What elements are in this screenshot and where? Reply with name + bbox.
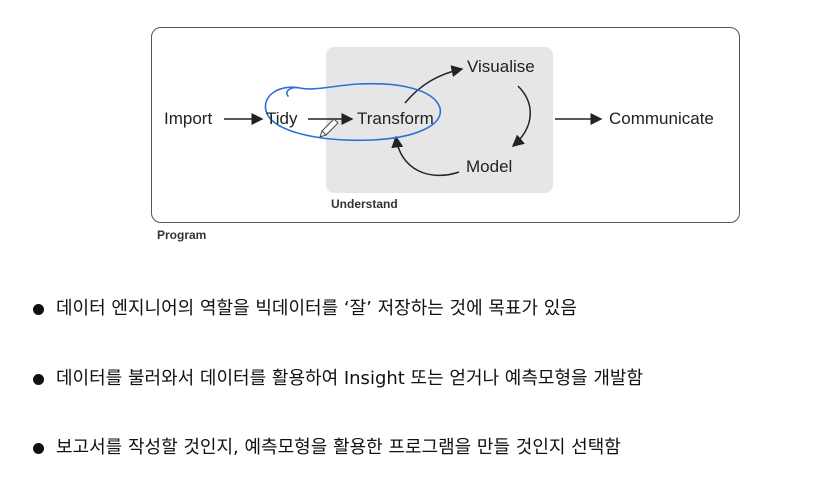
bullet-text: 데이터를 불러와서 데이터를 활용하여 Insight 또는 얻거나 예측모형을…: [56, 368, 643, 389]
program-box: [151, 27, 740, 223]
node-import: Import: [164, 109, 213, 128]
program-label: Program: [157, 228, 207, 242]
node-tidy: Tidy: [266, 109, 298, 128]
node-visualise: Visualise: [467, 57, 535, 76]
list-item: 데이터 엔지니어의 역할을 빅데이터를 ‘잘’ 저장하는 것에 목표가 있음: [33, 300, 577, 318]
list-item: 데이터를 불러와서 데이터를 활용하여 Insight 또는 얻거나 예측모형을…: [33, 370, 643, 388]
node-model: Model: [466, 157, 513, 176]
list-item: 보고서를 작성할 것인지, 예측모형을 활용한 프로그램을 만들 것인지 선택함: [33, 439, 621, 457]
handwritten-circle-annotation: [264, 82, 442, 142]
pen-cursor-icon: [319, 118, 339, 138]
bullet-dot-icon: [33, 442, 44, 454]
arrow-visualise-model: [511, 85, 531, 147]
understand-box: [326, 47, 553, 193]
understand-label: Understand: [331, 197, 398, 211]
bullet-dot-icon: [33, 373, 44, 385]
bullet-text: 데이터 엔지니어의 역할을 빅데이터를 ‘잘’ 저장하는 것에 목표가 있음: [56, 298, 577, 319]
bullet-dot-icon: [33, 303, 44, 315]
arrow-transform-visualise: [404, 65, 464, 104]
node-transform: Transform: [357, 109, 434, 128]
arrow-model-transform: [391, 135, 460, 177]
node-communicate: Communicate: [609, 109, 714, 128]
bullet-text: 보고서를 작성할 것인지, 예측모형을 활용한 프로그램을 만들 것인지 선택함: [56, 437, 621, 458]
